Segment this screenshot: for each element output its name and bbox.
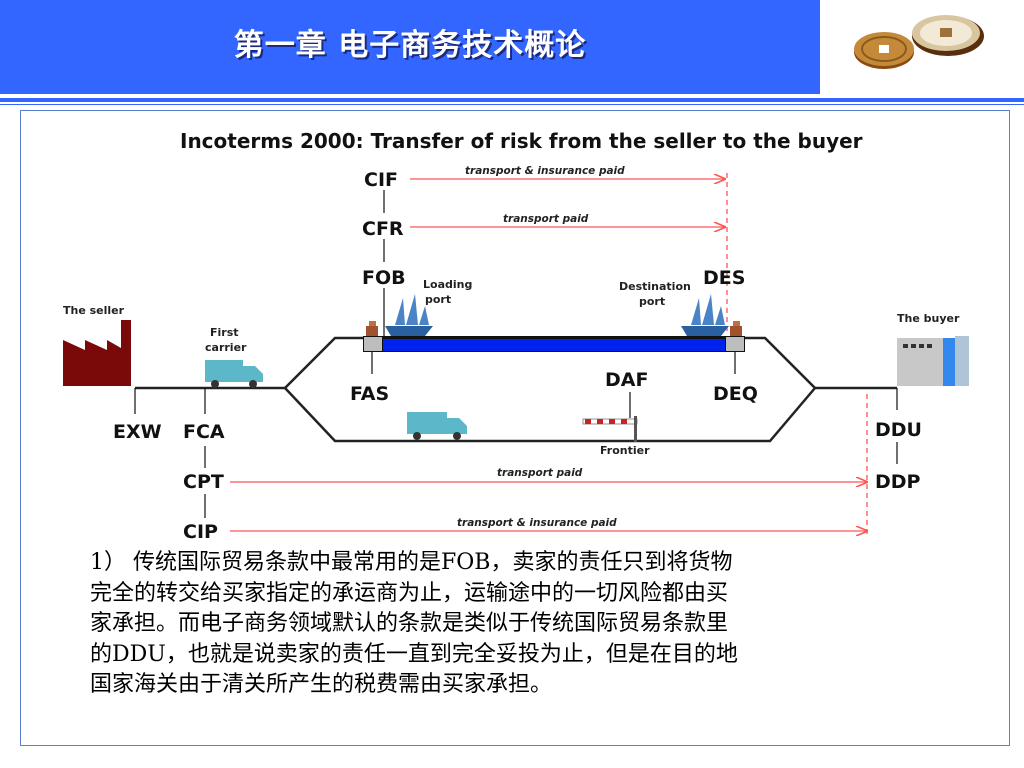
factory-icon: [63, 320, 131, 386]
page-title: 第一章 电子商务技术概论: [233, 28, 587, 63]
term-fca: FCA: [183, 421, 225, 443]
truck-icon: [407, 412, 467, 440]
arrow-cif-label: transport & insurance paid: [465, 165, 625, 177]
destination-port-label: port: [639, 295, 665, 308]
arrow-cfr-label: transport paid: [503, 213, 589, 225]
frontier-label: Frontier: [600, 444, 650, 457]
incoterms-diagram: Incoterms 2000: Transfer of risk from th…: [45, 118, 987, 558]
term-des: DES: [703, 267, 745, 289]
arrow-cpt-label: transport paid: [497, 467, 583, 479]
ship-icon: [681, 294, 729, 336]
term-daf: DAF: [605, 369, 648, 391]
truck-icon: [205, 360, 263, 388]
term-exw: EXW: [113, 421, 162, 443]
diagram-title: Incoterms 2000: Transfer of risk from th…: [180, 129, 863, 153]
term-cfr: CFR: [362, 218, 404, 240]
body-line: 的DDU，也就是说卖家的责任一直到完全妥投为止，但是在目的地: [90, 641, 738, 667]
buyer-building-icon: [897, 336, 969, 386]
term-ddu: DDU: [875, 419, 922, 441]
destination-label: Destination: [619, 280, 691, 293]
term-fas: FAS: [350, 383, 389, 405]
cargo-icon: [366, 321, 742, 336]
body-paragraph: 1） 传统国际贸易条款中最常用的是FOB，卖家的责任只到将货物 完全的转交给买家…: [90, 548, 930, 701]
body-line: 完全的转交给买家指定的承运商为止，运输途中的一切风险都由买: [90, 580, 729, 606]
term-fob: FOB: [362, 267, 406, 289]
sea-route: [383, 339, 725, 351]
body-line: 家承担。而电子商务领域默认的条款是类似于传统国际贸易条款里: [90, 611, 729, 636]
term-cpt: CPT: [183, 471, 224, 493]
header-bar: 第一章 电子商务技术概论: [0, 0, 820, 94]
body-line: 国家海关由于清关所产生的税费需由买家承担。: [90, 672, 553, 697]
ship-icon: [385, 294, 433, 336]
term-deq: DEQ: [713, 383, 758, 405]
loading-label: Loading: [423, 278, 472, 291]
buyer-label: The buyer: [897, 312, 960, 325]
content-frame: [20, 110, 1010, 746]
term-cip: CIP: [183, 521, 218, 543]
header-divider: [0, 98, 1024, 102]
first-carrier-label-2: carrier: [205, 341, 247, 354]
arrow-cip-label: transport & insurance paid: [457, 517, 617, 529]
header-divider-thin: [0, 104, 1024, 105]
first-carrier-label-1: First: [210, 326, 239, 339]
loading-port-label: port: [425, 293, 451, 306]
coins-logo-icon: [854, 15, 984, 69]
seller-label: The seller: [63, 304, 125, 317]
body-line: 1） 传统国际贸易条款中最常用的是FOB，卖家的责任只到将货物: [90, 550, 733, 575]
frontier-barrier-icon: [582, 416, 638, 442]
term-cif: CIF: [364, 169, 398, 191]
term-ddp: DDP: [875, 471, 921, 493]
